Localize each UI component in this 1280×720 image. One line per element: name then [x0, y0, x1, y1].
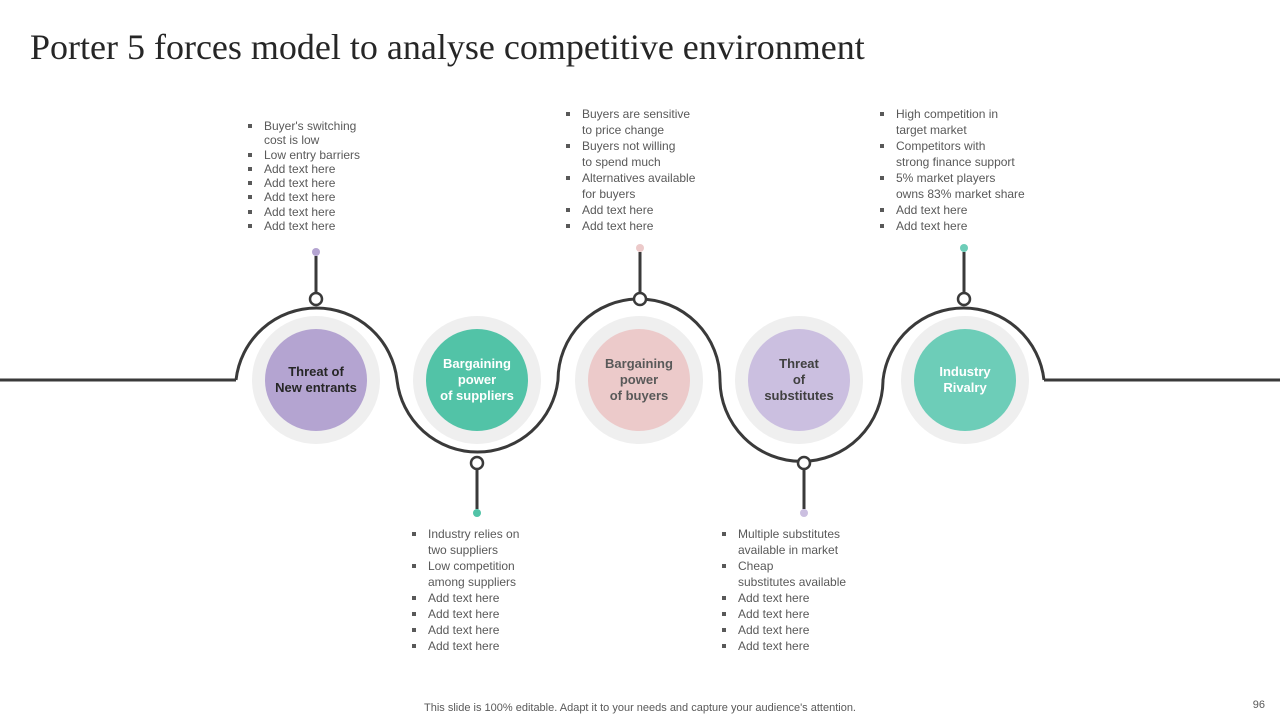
bullets-threat-new-entrants: Buyer's switching cost is low Low entry … — [246, 119, 396, 233]
circle-supplier-power — [426, 329, 528, 431]
list-item: Add text here — [410, 638, 570, 654]
dot-4 — [800, 509, 808, 517]
dot-1 — [312, 248, 320, 256]
dot-2 — [473, 509, 481, 517]
list-item: Add text here — [564, 218, 734, 234]
list-item: Cheap substitutes available — [720, 558, 890, 590]
bullets-substitutes: Multiple substitutes available in market… — [720, 526, 890, 654]
bullets-supplier-power: Industry relies on two suppliers Low com… — [410, 526, 570, 654]
list-item: Buyers not willing to spend much — [564, 138, 734, 170]
label-supplier-power: Bargaining power of suppliers — [440, 356, 514, 403]
list-item: 5% market players owns 83% market share — [878, 170, 1058, 202]
list-item: Add text here — [410, 622, 570, 638]
list-item: Buyers are sensitive to price change — [564, 106, 734, 138]
list-item: Add text here — [720, 638, 890, 654]
list-item: Competitors with strong finance support — [878, 138, 1058, 170]
bullets-rivalry: High competition in target market Compet… — [878, 106, 1058, 234]
circle-rivalry — [914, 329, 1016, 431]
list-item: Buyer's switching cost is low — [246, 119, 396, 148]
list-item: High competition in target market — [878, 106, 1058, 138]
label-rivalry: Industry Rivalry — [939, 364, 991, 395]
list-item: Low competition among suppliers — [410, 558, 570, 590]
list-item: Add text here — [878, 218, 1058, 234]
label-substitutes: Threat of substitutes — [764, 356, 834, 403]
node-2 — [469, 455, 485, 471]
list-item: Add text here — [410, 590, 570, 606]
dot-3 — [636, 244, 644, 252]
dot-5 — [960, 244, 968, 252]
bullets-buyer-power: Buyers are sensitive to price change Buy… — [564, 106, 734, 234]
list-item: Add text here — [410, 606, 570, 622]
list-item: Add text here — [246, 176, 396, 190]
label-buyer-power: Bargaining power of buyers — [605, 356, 673, 403]
list-item: Multiple substitutes available in market — [720, 526, 890, 558]
list-item: Low entry barriers — [246, 148, 396, 162]
circle-threat-new-entrants — [265, 329, 367, 431]
slide-title: Porter 5 forces model to analyse competi… — [30, 27, 865, 67]
list-item: Add text here — [246, 162, 396, 176]
node-3 — [632, 291, 648, 307]
list-item: Add text here — [878, 202, 1058, 218]
footer-note: This slide is 100% editable. Adapt it to… — [424, 702, 856, 714]
list-item: Industry relies on two suppliers — [410, 526, 570, 558]
list-item: Add text here — [720, 606, 890, 622]
list-item: Add text here — [720, 590, 890, 606]
list-item: Alternatives available for buyers — [564, 170, 734, 202]
node-1 — [308, 291, 324, 307]
node-4 — [796, 455, 812, 471]
circle-buyer-power — [588, 329, 690, 431]
list-item: Add text here — [246, 190, 396, 204]
node-5 — [956, 291, 972, 307]
list-item: Add text here — [246, 205, 396, 219]
list-item: Add text here — [246, 219, 396, 233]
label-threat-new-entrants: Threat of New entrants — [275, 364, 357, 395]
circle-substitutes — [748, 329, 850, 431]
list-item: Add text here — [720, 622, 890, 638]
wave-path — [234, 297, 1046, 463]
list-item: Add text here — [564, 202, 734, 218]
page-number: 96 — [1252, 699, 1265, 711]
